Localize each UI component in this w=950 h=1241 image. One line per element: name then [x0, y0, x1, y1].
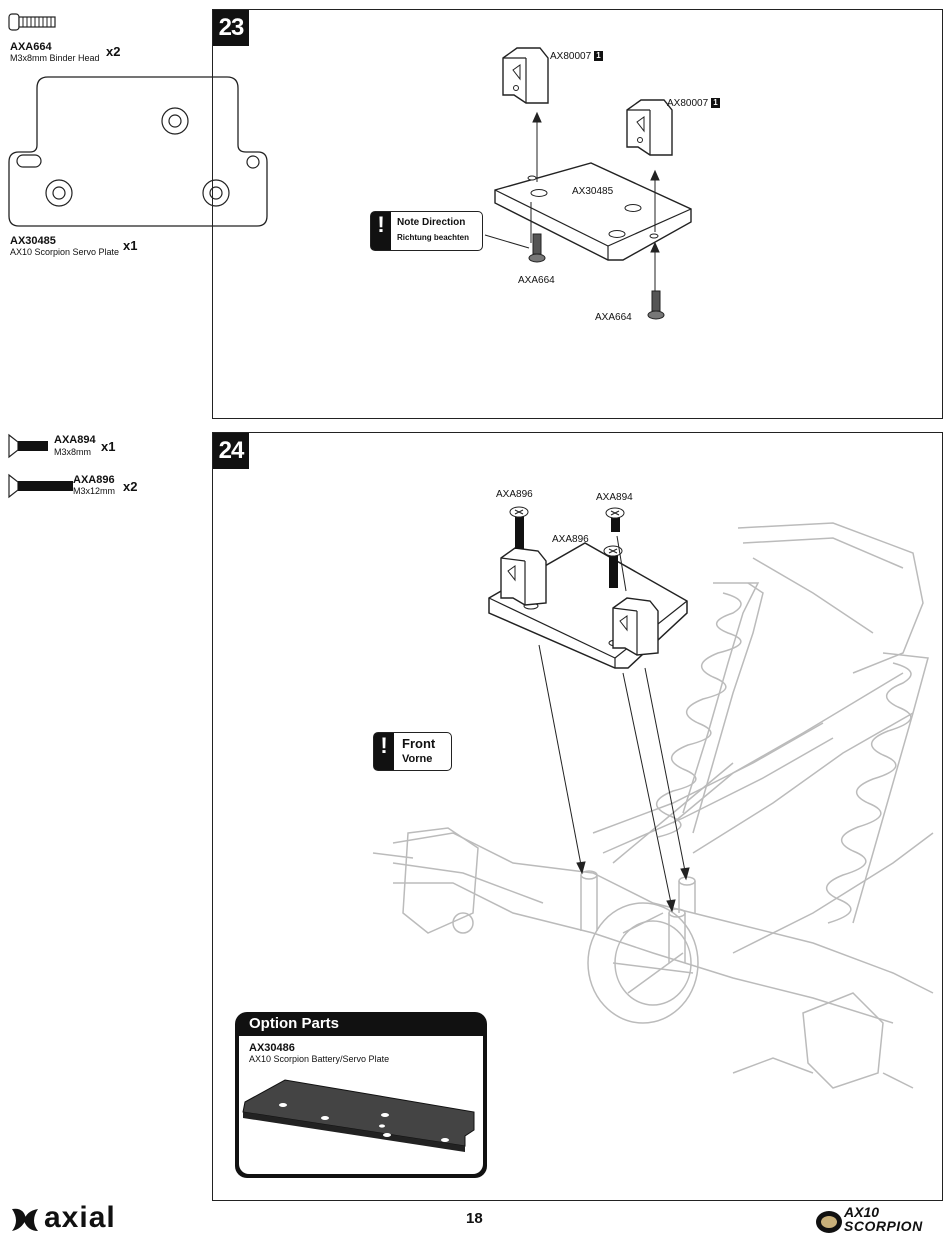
label-ax80007-a: AX80007: [550, 51, 592, 62]
note-line2: Vorne: [402, 753, 433, 765]
axial-brand-text: axial: [44, 1201, 116, 1234]
option-part-desc: AX10 Scorpion Battery/Servo Plate: [249, 1054, 390, 1064]
note-line1: Note Direction: [397, 217, 466, 228]
part-qty-axa664: x2: [106, 44, 121, 59]
note-line2: Richtung beachten: [397, 233, 470, 242]
warning-icon: !: [371, 212, 391, 250]
scorpion-icon: [816, 1211, 842, 1233]
option-parts-title: Option Parts: [249, 1015, 340, 1032]
step-number: 23: [213, 10, 249, 46]
flathead-screw-icon: [8, 433, 48, 459]
warning-icon: !: [374, 733, 394, 770]
step-24-diagram: [372, 506, 934, 1089]
label-axa896-b: AXA896: [552, 534, 589, 545]
part-qty-axa894: x1: [101, 439, 116, 454]
part-id-axa894: AXA894: [54, 434, 96, 446]
part-desc-axa896: M3x12mm: [73, 486, 116, 496]
part-desc-ax30485: AX10 Scorpion Servo Plate: [10, 247, 120, 257]
badge-1-a: 1: [594, 51, 603, 61]
axial-logo-icon: [12, 1208, 38, 1231]
option-part-id: AX30486: [249, 1042, 295, 1054]
badge-1-b: 1: [711, 98, 720, 108]
note-line1: Front: [402, 736, 436, 751]
label-axa894: AXA894: [596, 492, 633, 503]
flathead-screw-long-icon: [8, 473, 73, 499]
step-23-panel: 23: [212, 9, 943, 419]
label-axa664-a: AXA664: [518, 275, 555, 286]
part-qty-axa896: x2: [123, 479, 138, 494]
part-desc-axa894: M3x8mm: [54, 447, 92, 457]
battery-servo-plate-illustration: [242, 1079, 475, 1152]
front-callout: ! Front Vorne: [373, 732, 452, 771]
page-number: 18: [466, 1210, 483, 1227]
part-desc-axa664: M3x8mm Binder Head: [10, 53, 100, 63]
servo-plate-outline: [8, 76, 268, 227]
label-ax80007-b: AX80007: [667, 98, 709, 109]
label-axa896-a: AXA896: [496, 489, 533, 500]
step-24-panel: 24: [212, 432, 943, 1201]
part-qty-ax30485: x1: [123, 238, 138, 253]
part-id-axa664: AXA664: [10, 41, 52, 53]
product-line1: AX10: [844, 1204, 880, 1220]
option-parts-box: Option Parts AX30486 AX10 Scorpion Batte…: [235, 1012, 487, 1178]
label-axa664-b: AXA664: [595, 312, 632, 323]
product-line2: SCORPION: [844, 1218, 923, 1234]
ax10-scorpion-logo: AX10 SCORPION: [814, 1204, 942, 1236]
binder-screw-icon: [8, 13, 56, 31]
label-ax30485: AX30485: [572, 186, 614, 197]
step-23-diagram: [484, 47, 692, 320]
option-parts-body: AX30486 AX10 Scorpion Battery/Servo Plat…: [239, 1036, 483, 1174]
part-id-axa896: AXA896: [73, 474, 115, 486]
note-direction-callout: ! Note Direction Richtung beachten: [370, 211, 483, 251]
step-number: 24: [213, 433, 249, 469]
part-id-ax30485: AX30485: [10, 235, 56, 247]
